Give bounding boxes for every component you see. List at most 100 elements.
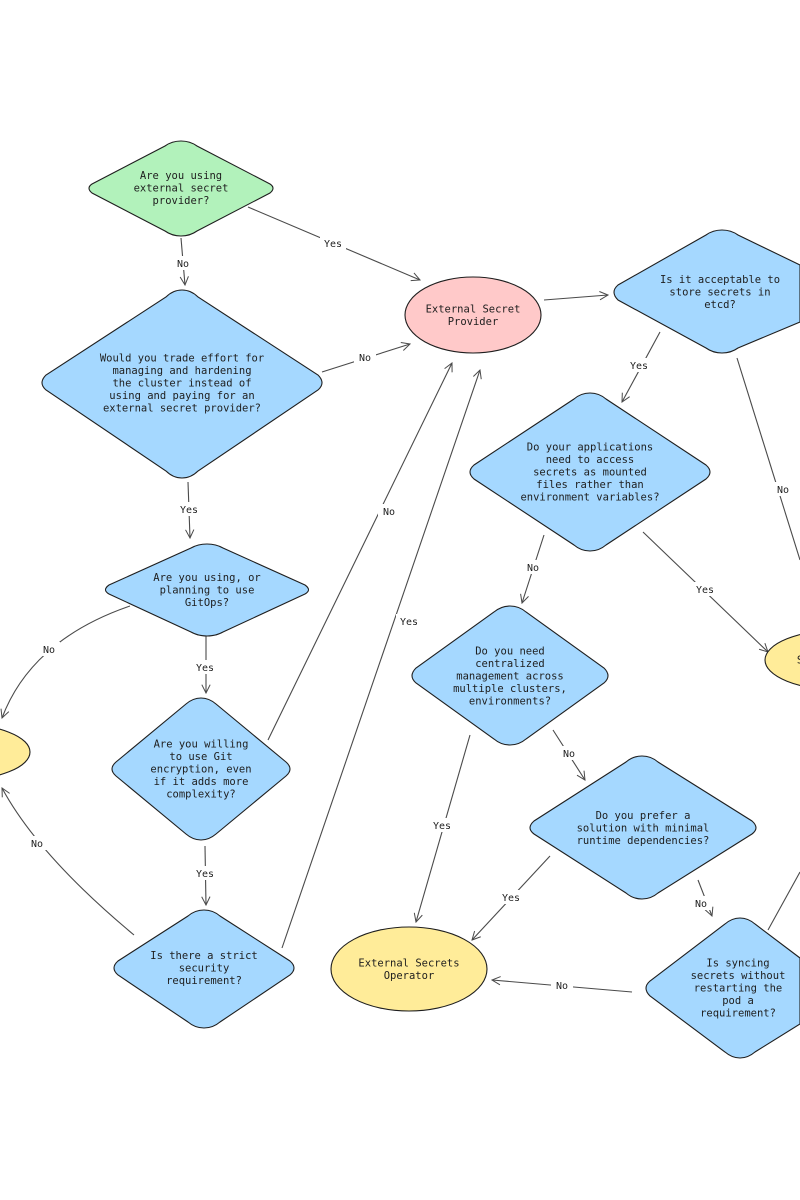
- edge-label-ext-no: No: [177, 259, 189, 270]
- q-minimal-deps-line-1: solution with minimal: [577, 823, 710, 835]
- node-r-right-partial: S: [764, 634, 800, 686]
- q-minimal-deps-line-2: runtime dependencies?: [577, 835, 710, 847]
- edge-label-central-no: No: [563, 749, 575, 760]
- edge-label-trade-no: No: [359, 353, 371, 364]
- r-external-secret-provider-line-0: External Secret: [426, 303, 521, 315]
- q-mounted-files-line-0: Do your applications: [527, 442, 653, 454]
- edge-label-etcd-yes: Yes: [630, 361, 648, 372]
- q-syncing-line-1: secrets without: [691, 970, 786, 982]
- edge-label-strict-yes: Yes: [400, 617, 418, 628]
- q-git-encryption-line-0: Are you willing: [154, 739, 249, 751]
- edge-label-syncing-no: No: [556, 981, 568, 992]
- r-external-secrets-operator-line-1: Operator: [384, 970, 435, 982]
- r-external-secrets-operator-line-0: External Secrets: [358, 957, 459, 969]
- q-mounted-files-line-3: files rather than: [536, 479, 643, 491]
- r-external-secret-provider-line-1: Provider: [448, 316, 499, 328]
- q-syncing-line-0: Is syncing: [706, 958, 769, 970]
- q-trade-effort-line-0: Would you trade effort for: [100, 353, 264, 365]
- edge-label-ext-yes: Yes: [324, 239, 342, 250]
- q-syncing-line-3: pod a: [722, 995, 754, 1007]
- q-git-encryption-line-3: if it adds more: [154, 776, 249, 788]
- edge-label-mounted-yes: Yes: [696, 585, 714, 596]
- edge-label-mindeps-no: No: [695, 899, 707, 910]
- edge-syncing-right: [767, 871, 800, 931]
- q-minimal-deps-line-0: Do you prefer a: [596, 810, 691, 822]
- q-mounted-files-line-2: secrets as mounted: [533, 467, 647, 479]
- q-store-etcd-line-0: Is it acceptable to: [660, 274, 780, 286]
- q-gitops-line-0: Are you using, or: [153, 572, 260, 584]
- edge-label-trade-yes: Yes: [180, 505, 198, 516]
- edge-label-strict-no: No: [31, 839, 43, 850]
- q-gitops-line-2: GitOps?: [185, 597, 229, 609]
- edge-label-gitenc-no: No: [383, 507, 395, 518]
- q-external-provider-line-2: provider?: [153, 195, 210, 207]
- edge-label-mindeps-yes: Yes: [502, 893, 520, 904]
- q-centralized-line-2: management across: [456, 671, 563, 683]
- q-gitops-line-1: planning to use: [160, 585, 255, 597]
- q-external-provider-line-0: Are you using: [140, 170, 222, 182]
- q-centralized-line-0: Do you need: [475, 646, 545, 658]
- q-git-encryption-line-2: encryption, even: [150, 764, 251, 776]
- edge-label-gitops-no: No: [43, 645, 55, 656]
- edge-strict-yes: [281, 370, 480, 949]
- q-strict-security-line-2: requirement?: [166, 975, 242, 987]
- edge-label-gitenc-yes: Yes: [196, 869, 214, 880]
- q-strict-security-line-0: Is there a strict: [150, 950, 257, 962]
- q-strict-security-line-1: security: [179, 963, 230, 975]
- q-mounted-files-line-1: need to access: [546, 454, 635, 466]
- q-trade-effort-line-4: external secret provider?: [103, 403, 261, 415]
- edge-strict-no: [2, 788, 135, 936]
- r-right-partial-line-0: S: [797, 655, 800, 667]
- edge-label-gitops-yes: Yes: [196, 663, 214, 674]
- node-r-left-partial: [0, 728, 31, 776]
- edge-label-etcd-no: No: [777, 485, 789, 496]
- q-store-etcd-line-1: store secrets in: [669, 287, 770, 299]
- q-trade-effort-line-1: managing and hardening: [112, 365, 251, 377]
- edge-gitenc-no: [267, 363, 452, 741]
- q-centralized-line-4: environments?: [469, 696, 551, 708]
- edge-label-central-yes: Yes: [433, 821, 451, 832]
- q-external-provider-line-1: external secret: [134, 183, 229, 195]
- q-mounted-files-line-4: environment variables?: [520, 492, 659, 504]
- q-git-encryption-line-4: complexity?: [166, 789, 236, 801]
- edge-provider-etcd: [543, 295, 608, 301]
- r-right-partial-label: S: [797, 655, 800, 667]
- edge-etcd-no: [736, 357, 800, 561]
- edge-gitops-no: [2, 605, 131, 718]
- edge-label-mounted-no: No: [527, 563, 539, 574]
- q-syncing-line-4: requirement?: [700, 1008, 776, 1020]
- q-store-etcd-line-2: etcd?: [704, 299, 736, 311]
- q-trade-effort-line-2: the cluster instead of: [112, 378, 251, 390]
- q-centralized-line-3: multiple clusters,: [453, 683, 567, 695]
- q-git-encryption-line-1: to use Git: [169, 751, 232, 763]
- q-centralized-line-1: centralized: [475, 658, 545, 670]
- q-syncing-line-2: restarting the: [694, 983, 783, 995]
- q-trade-effort-line-3: using and paying for an: [109, 390, 254, 402]
